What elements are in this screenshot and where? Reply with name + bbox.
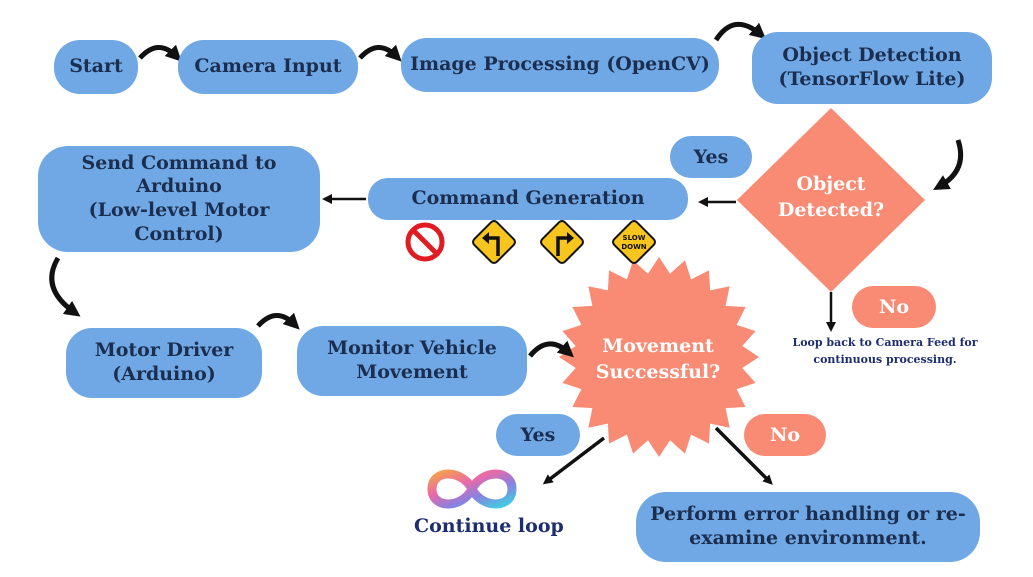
send-command-node: Send Command to Arduino (Low-level Motor… — [38, 146, 320, 252]
arrow-detection-to-diamond — [933, 139, 964, 190]
error-handling-label: Perform error handling or re- examine en… — [650, 503, 966, 549]
monitor-vehicle-label: Monitor Vehicle Movement — [327, 337, 497, 383]
camera-input-label: Camera Input — [194, 55, 342, 78]
yes-detected-badge: Yes — [670, 136, 752, 178]
arrow-imageproc-to-detection — [713, 22, 767, 42]
start-node: Start — [54, 40, 138, 94]
send-command-label: Send Command to Arduino (Low-level Motor… — [81, 151, 277, 245]
command-generation-node: Command Generation — [368, 178, 688, 220]
slow-sign-line-1: SLOW — [623, 234, 646, 242]
movement-successful-starburst — [559, 257, 759, 457]
no-movement-badge: No — [744, 414, 826, 456]
turn-right-sign-icon — [540, 220, 584, 264]
continue-loop-label: Continue loop — [414, 515, 564, 537]
turn-left-sign-icon — [472, 220, 516, 264]
movement-successful-label: Movement Successful? — [595, 335, 721, 383]
arrow-starburst-to-error — [714, 426, 773, 485]
camera-input-node: Camera Input — [178, 40, 358, 94]
motor-driver-label: Motor Driver (Arduino) — [94, 339, 234, 385]
arrow-motor-to-monitor — [256, 312, 300, 330]
slow-down-sign-icon: SLOW DOWN — [612, 220, 656, 264]
slow-sign-line-2: DOWN — [621, 243, 646, 251]
command-generation-label: Command Generation — [411, 187, 645, 210]
arrow-starburst-to-continue — [542, 436, 606, 485]
arrow-start-to-camera — [138, 44, 182, 62]
start-label: Start — [69, 55, 123, 78]
yes-movement-badge: Yes — [496, 414, 580, 456]
arrow-monitor-to-starburst — [528, 340, 574, 358]
object-detected-diamond — [737, 108, 925, 292]
object-detected-label: Object Detected? — [777, 173, 885, 221]
object-detection-node: Object Detection (TensorFlow Lite) — [752, 32, 992, 104]
image-processing-label: Image Processing (OpenCV) — [410, 53, 710, 76]
monitor-vehicle-node: Monitor Vehicle Movement — [297, 326, 527, 396]
error-handling-node: Perform error handling or re- examine en… — [636, 492, 980, 562]
no-entry-sign-icon — [405, 222, 445, 262]
arrow-sendcmd-to-motor — [49, 256, 81, 317]
motor-driver-node: Motor Driver (Arduino) — [66, 328, 262, 398]
arrow-camera-to-imageproc — [358, 44, 402, 62]
no-detected-badge: No — [852, 286, 936, 328]
image-processing-node: Image Processing (OpenCV) — [401, 38, 719, 92]
infinity-icon — [427, 469, 517, 509]
loop-back-note: Loop back to Camera Feed for continuous … — [792, 336, 978, 367]
object-detection-label: Object Detection (TensorFlow Lite) — [778, 44, 966, 90]
